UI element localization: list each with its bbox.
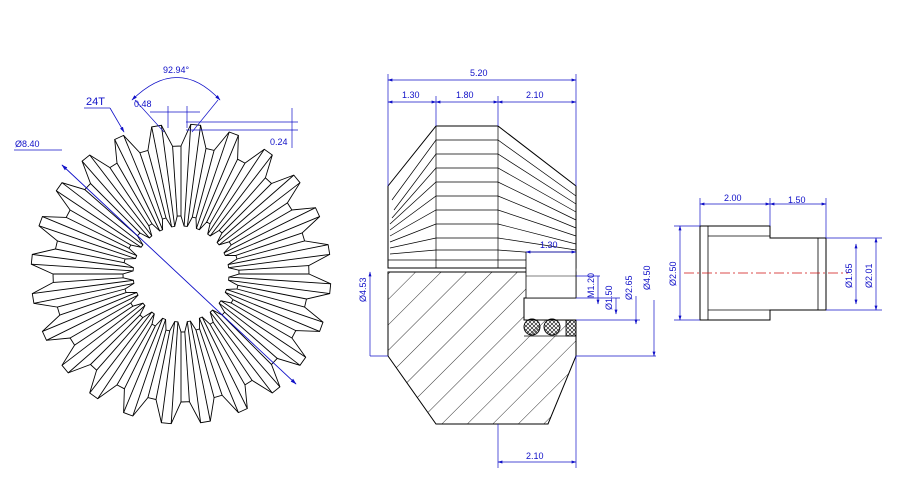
cone-angle-label: 92.94° [163, 65, 190, 75]
gear-tooth-flank [132, 319, 167, 417]
dia-450-label: Ø4.50 [642, 265, 652, 290]
section-tooth-lines [388, 126, 577, 269]
bearing-ball-right [543, 318, 561, 336]
sleeve-dia-201-label: Ø2.01 [864, 263, 874, 288]
gear-tooth-flank [38, 225, 136, 260]
gear-tooth-flank [172, 146, 178, 217]
gear-tooth-flank [53, 277, 124, 283]
dia-150-label: Ø1.50 [604, 285, 614, 310]
seg-right-label: 2.10 [526, 90, 544, 100]
sleeve-len-left-label: 2.00 [724, 193, 742, 203]
dia-265-label: Ø2.65 [624, 275, 634, 300]
bore-depth-label: 1.30 [540, 240, 558, 250]
bottom-length-label: 2.10 [526, 451, 544, 461]
gear-outer-diameter-label: Ø8.40 [15, 139, 40, 149]
gear-tooth-flank [195, 131, 230, 229]
tooth-height-label: 0.24 [270, 137, 288, 147]
seg-left-label: 1.30 [402, 90, 420, 100]
gear-tooth-flank [184, 331, 190, 402]
section-bore [525, 251, 577, 299]
sleeve-dia-165-label: Ø1.65 [844, 263, 854, 288]
thread-label: M1.20 [586, 273, 596, 298]
gear-tooth-flank [226, 288, 324, 323]
sleeve-len-right-label: 1.50 [788, 195, 806, 205]
dia-453-label: Ø4.53 [358, 277, 368, 302]
gear-front-view: Ø8.40 24T 92.94° 0.48 0.24 [14, 65, 332, 425]
gear-teeth-label: 24T [86, 96, 105, 108]
gear-tooth-flank [238, 265, 309, 271]
seg-mid-label: 1.80 [456, 90, 474, 100]
gear-teeth [30, 123, 332, 425]
bearing-ball-left [523, 318, 541, 336]
tooth-width-label: 0.48 [134, 99, 152, 109]
gear-section-view: 5.20 1.30 1.80 2.10 1.30 Ø4.53 M1.20 Ø1.… [358, 68, 656, 468]
sleeve-dia-250-label: Ø2.50 [668, 261, 678, 286]
sleeve-view: 2.00 1.50 Ø2.50 Ø1.65 Ø2.01 [668, 193, 882, 321]
total-length-label: 5.20 [470, 68, 488, 78]
gear-diameter-line [61, 164, 297, 385]
cone-angle-arc [131, 77, 221, 101]
